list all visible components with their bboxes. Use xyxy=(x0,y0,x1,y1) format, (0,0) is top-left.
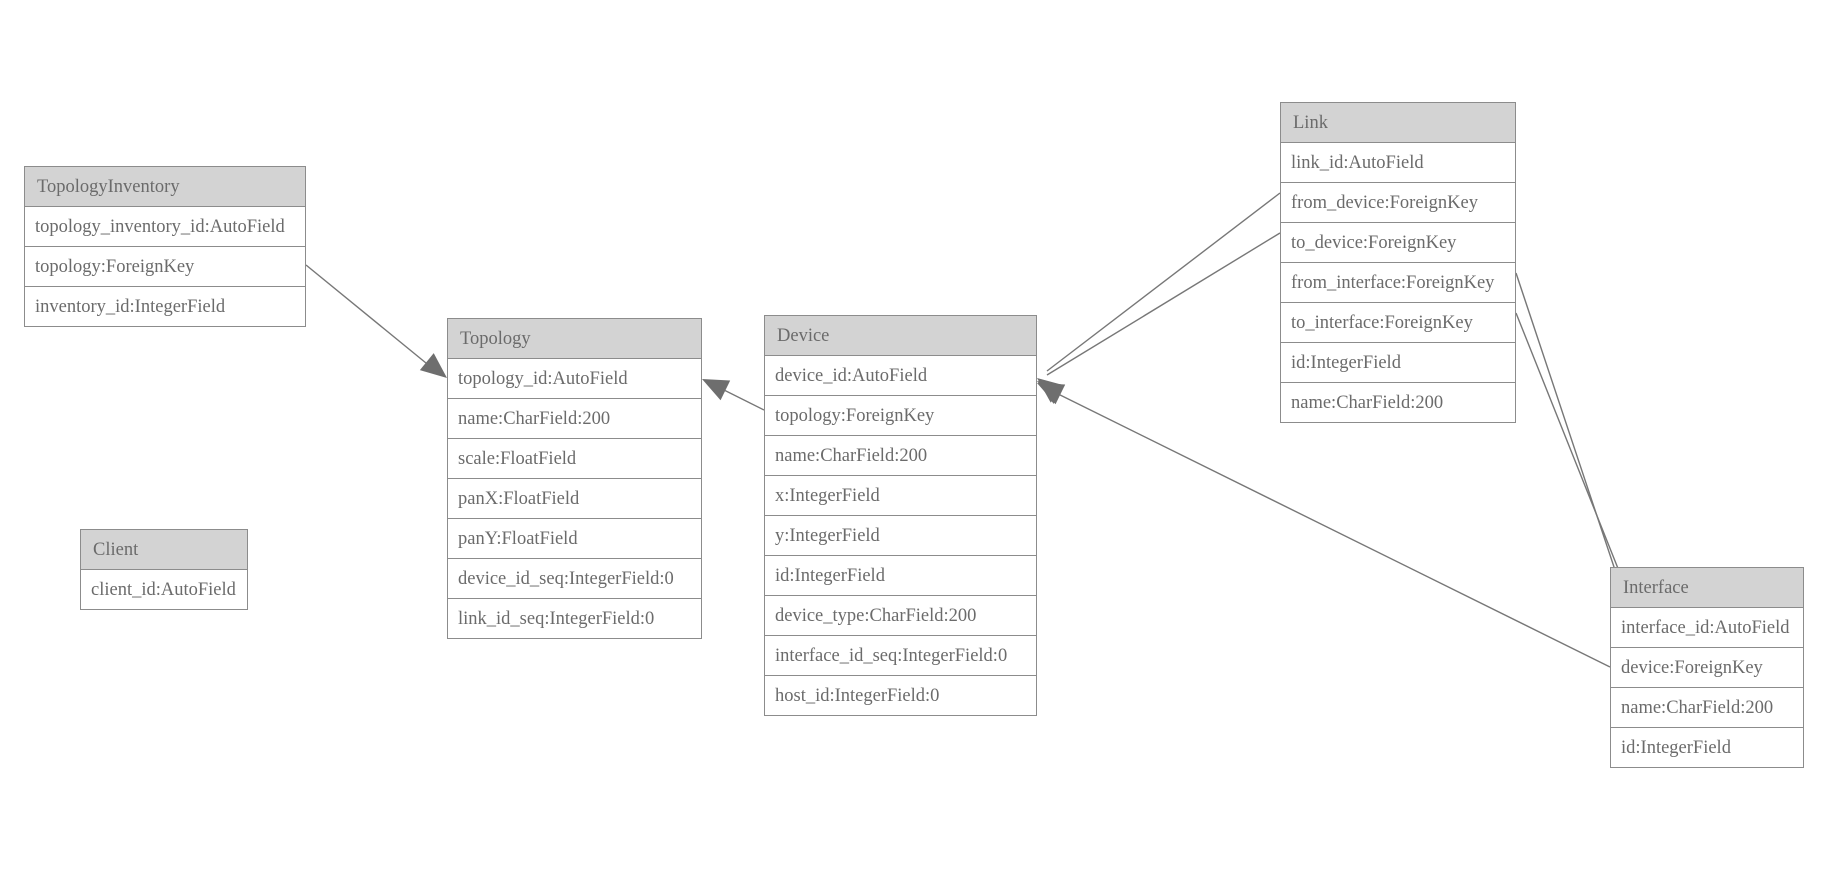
entity-field-row[interactable]: interface_id_seq:IntegerField:0 xyxy=(765,636,1036,676)
relation-arrowhead-device-topology xyxy=(702,379,731,401)
entity-field-row[interactable]: link_id:AutoField xyxy=(1281,143,1515,183)
relation-line-link-from_device-device xyxy=(1046,192,1281,372)
entity-field-row[interactable]: device:ForeignKey xyxy=(1611,648,1803,688)
entity-field-row[interactable]: device_id:AutoField xyxy=(765,356,1036,396)
relation-line-topologyinventory-topology xyxy=(305,264,438,373)
entity-field-row[interactable]: link_id_seq:IntegerField:0 xyxy=(448,599,701,639)
relation-line-link-from_interface-interface xyxy=(1515,272,1626,601)
entity-field-row[interactable]: topology_id:AutoField xyxy=(448,359,701,399)
entity-field-row[interactable]: interface_id:AutoField xyxy=(1611,608,1803,648)
entity-title-interface: Interface xyxy=(1611,568,1803,608)
entity-field-row[interactable]: topology_inventory_id:AutoField xyxy=(25,207,305,247)
entity-field-row[interactable]: device_id_seq:IntegerField:0 xyxy=(448,559,701,599)
entity-field-row[interactable]: x:IntegerField xyxy=(765,476,1036,516)
entity-field-row[interactable]: from_interface:ForeignKey xyxy=(1281,263,1515,303)
entity-title-topology_inventory: TopologyInventory xyxy=(25,167,305,207)
entity-title-link: Link xyxy=(1281,103,1515,143)
entity-field-row[interactable]: name:CharField:200 xyxy=(448,399,701,439)
entity-field-row[interactable]: name:CharField:200 xyxy=(1281,383,1515,423)
entity-field-row[interactable]: inventory_id:IntegerField xyxy=(25,287,305,327)
relation-line-interface-device xyxy=(1047,388,1611,668)
entity-field-row[interactable]: scale:FloatField xyxy=(448,439,701,479)
entity-field-row[interactable]: to_device:ForeignKey xyxy=(1281,223,1515,263)
entity-title-device: Device xyxy=(765,316,1036,356)
entity-field-row[interactable]: to_interface:ForeignKey xyxy=(1281,303,1515,343)
relation-line-link-to_interface-interface xyxy=(1515,312,1632,602)
entity-field-row[interactable]: device_type:CharField:200 xyxy=(765,596,1036,636)
entity-field-row[interactable]: id:IntegerField xyxy=(1611,728,1803,768)
relation-line-device-topology xyxy=(711,383,765,411)
entity-field-row[interactable]: panX:FloatField xyxy=(448,479,701,519)
entity-field-row[interactable]: y:IntegerField xyxy=(765,516,1036,556)
entity-title-client: Client xyxy=(81,530,247,570)
entity-field-row[interactable]: topology:ForeignKey xyxy=(25,247,305,287)
entity-field-row[interactable]: from_device:ForeignKey xyxy=(1281,183,1515,223)
relation-line-link-to_device-device xyxy=(1046,232,1281,376)
entity-title-topology: Topology xyxy=(448,319,701,359)
entity-field-row[interactable]: host_id:IntegerField:0 xyxy=(765,676,1036,716)
entity-field-row[interactable]: name:CharField:200 xyxy=(1611,688,1803,728)
entity-field-row[interactable]: id:IntegerField xyxy=(1281,343,1515,383)
entity-field-row[interactable]: panY:FloatField xyxy=(448,519,701,559)
entity-field-row[interactable]: name:CharField:200 xyxy=(765,436,1036,476)
entity-field-row[interactable]: id:IntegerField xyxy=(765,556,1036,596)
entity-field-row[interactable]: topology:ForeignKey xyxy=(765,396,1036,436)
relation-arrowhead-interface-device xyxy=(1037,383,1066,405)
entity-field-row[interactable]: client_id:AutoField xyxy=(81,570,247,610)
